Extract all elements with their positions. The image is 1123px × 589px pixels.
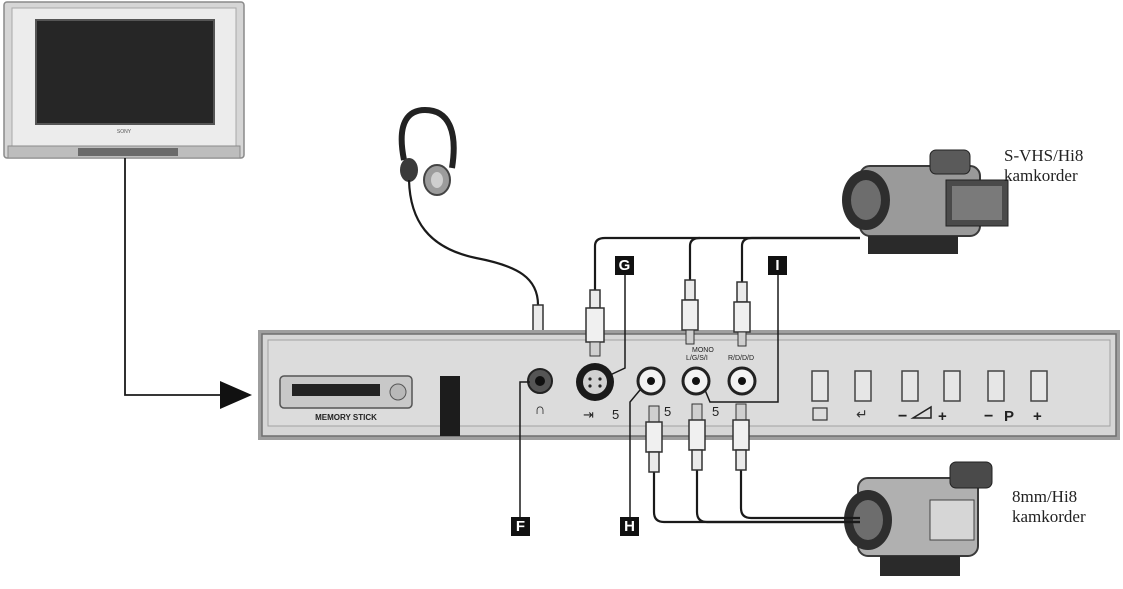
headphone-cable — [407, 179, 540, 306]
memory-stick-label: MEMORY STICK — [315, 413, 377, 422]
tv-cable — [124, 158, 222, 396]
bottom-cables — [652, 470, 860, 524]
svideo-label: 5 — [612, 407, 619, 422]
menu-button[interactable] — [811, 370, 829, 402]
program-up-button[interactable] — [1030, 370, 1048, 402]
audio-label: 5 — [712, 404, 719, 419]
volume-down-button[interactable] — [901, 370, 919, 402]
rca-plug-top-left — [681, 279, 699, 345]
rca-plug-bottom-1 — [645, 405, 663, 473]
top-camcorder-label: S-VHS/Hi8 kamkorder — [1004, 146, 1083, 186]
headphone-icon: ∩ — [535, 401, 546, 418]
marker-f: F — [511, 517, 530, 536]
video-label: 5 — [664, 404, 671, 419]
mono-sub-label: L/G/S/I — [686, 355, 708, 362]
memory-stick-slot[interactable] — [279, 375, 413, 409]
camcorder-bottom — [844, 461, 993, 576]
bottom-camcorder-type: kamkorder — [1012, 507, 1086, 526]
volume-minus-label: − — [898, 408, 907, 425]
headphone-jack[interactable] — [527, 368, 553, 394]
volume-plus-label: + — [938, 408, 947, 425]
svideo-plug — [585, 289, 605, 357]
video-jack[interactable] — [636, 366, 666, 396]
menu-icon — [812, 407, 828, 421]
top-cables — [593, 236, 860, 290]
audio-left-jack[interactable] — [681, 366, 711, 396]
marker-h: H — [620, 517, 639, 536]
power-switch[interactable] — [440, 376, 460, 436]
top-camcorder-model: S-VHS/Hi8 — [1004, 146, 1084, 165]
volume-up-button[interactable] — [943, 370, 961, 402]
program-plus-label: + — [1033, 408, 1042, 425]
front-panel: MEMORY STICK ∩ 5 ⇥ 5 — [258, 330, 1120, 440]
mono-label: MONO — [692, 347, 714, 354]
svideo-input-icon: ⇥ — [583, 407, 594, 422]
program-minus-label: − — [984, 408, 993, 425]
rca-plug-top-right — [733, 281, 751, 347]
bottom-camcorder-label: 8mm/Hi8 kamkorder — [1012, 487, 1086, 527]
marker-leaders — [519, 273, 779, 517]
audio-right-jack[interactable] — [727, 366, 757, 396]
svideo-jack[interactable] — [576, 363, 614, 401]
tv-brand: SONY — [117, 129, 132, 135]
tv-screen — [35, 19, 215, 125]
marker-g: G — [615, 256, 634, 275]
arrow-icon — [220, 381, 252, 409]
program-label: P — [1004, 408, 1014, 425]
program-down-button[interactable] — [987, 370, 1005, 402]
input-button[interactable] — [854, 370, 872, 402]
right-audio-label: R/D/D/D — [728, 355, 754, 362]
rca-plug-bottom-2 — [688, 403, 706, 471]
bottom-camcorder-model: 8mm/Hi8 — [1012, 487, 1078, 506]
tv-set: SONY — [3, 1, 245, 159]
input-select-icon: ↵ — [856, 406, 868, 422]
camcorder-top — [842, 149, 1009, 254]
marker-i: I — [768, 256, 787, 275]
top-camcorder-type: kamkorder — [1004, 166, 1078, 185]
rca-plug-bottom-3 — [732, 403, 750, 471]
volume-icon — [910, 405, 932, 419]
headphones — [398, 106, 457, 196]
